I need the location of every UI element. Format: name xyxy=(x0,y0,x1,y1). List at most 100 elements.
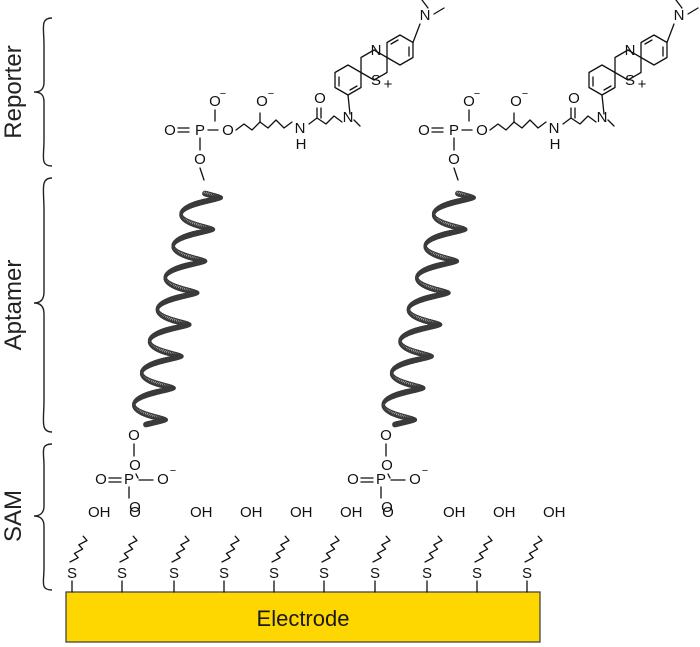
oxygen-atom: O xyxy=(129,499,141,516)
double-bond xyxy=(644,39,653,45)
sulfur-atom: S xyxy=(422,565,432,582)
hydroxyl-group: OH xyxy=(290,504,313,521)
reporter-label: Reporter xyxy=(0,45,27,138)
sam-hydroxyl-chain: S OH xyxy=(269,504,313,593)
brace-sam xyxy=(33,443,53,591)
oxygen-atom: O xyxy=(314,90,326,107)
ring-sulfur: S xyxy=(371,72,381,89)
alkyl-linker xyxy=(316,115,343,125)
hydroxyl-group: OH xyxy=(340,504,363,521)
sam-hydroxyl-chain: S OH xyxy=(169,504,213,593)
dimethylamino-nitrogen: N xyxy=(674,7,685,24)
oxygen-atom: O xyxy=(463,93,475,110)
hydroxyl-group: OH xyxy=(543,504,566,521)
methyl-bond xyxy=(607,119,615,127)
alkyl-chain xyxy=(524,535,543,563)
oxygen-atom: O xyxy=(164,122,176,139)
amide-bond xyxy=(562,107,572,125)
alkyl-linker xyxy=(235,121,261,131)
alkyl-chain xyxy=(119,535,138,563)
oxygen-atom: O xyxy=(256,93,268,110)
sam-hydroxyl-chain: S OH xyxy=(422,504,466,593)
phosphorus-atom: P xyxy=(124,471,134,488)
sulfur-atom: S xyxy=(370,565,380,582)
oxygen-atom: O xyxy=(129,457,141,474)
oxygen-atom: O xyxy=(128,427,140,444)
sam-hydroxyl-chain: S OH xyxy=(219,504,263,593)
hydroxyl-group: OH xyxy=(190,504,213,521)
alkyl-chain xyxy=(424,535,443,563)
sulfur-atom: S xyxy=(319,565,329,582)
brace-aptamer xyxy=(33,177,53,433)
double-bond xyxy=(603,85,612,91)
sam-linker-chain: SO xyxy=(117,504,141,593)
negative-charge: − xyxy=(522,88,528,100)
sam-hydroxyl-chain: SOH xyxy=(67,504,111,593)
oxygen-atom: O xyxy=(409,471,421,488)
oxygen-atom: O xyxy=(157,471,169,488)
oxygen-atom: O xyxy=(381,457,393,474)
double-bond xyxy=(349,85,358,91)
sulfur-atom: S xyxy=(269,565,279,582)
oxygen-atom: O xyxy=(209,93,221,110)
alkyl-chain xyxy=(321,535,340,563)
oxygen-atom: O xyxy=(194,151,206,168)
methyl-bond xyxy=(433,7,445,15)
hydroxyl-group: OH xyxy=(443,504,466,521)
negative-charge: − xyxy=(422,465,428,477)
phosphorus-atom: P xyxy=(449,122,459,139)
double-bond xyxy=(390,39,399,45)
brace-reporter xyxy=(33,17,53,167)
oxygen-atom: O xyxy=(347,471,359,488)
alkyl-chain xyxy=(474,535,493,563)
alkyl-chain xyxy=(271,535,290,563)
hydroxyl-group: OH xyxy=(493,504,516,521)
oxygen-atom: O xyxy=(380,427,392,444)
aptamer-strands xyxy=(132,190,476,428)
electrode-label: Electrode xyxy=(257,606,350,631)
bond xyxy=(387,473,391,479)
alkyl-linker xyxy=(570,115,597,125)
bond xyxy=(666,23,675,44)
ring-sulfur: S xyxy=(625,72,635,89)
alkyl-chain xyxy=(372,535,391,563)
bond xyxy=(412,23,421,44)
oxygen-atom: O xyxy=(129,504,141,521)
hydroxyl-group: OH xyxy=(240,504,263,521)
alkyl-linker xyxy=(259,119,293,129)
sulfonium-charge: + xyxy=(384,76,393,93)
helix-ribbon-segment xyxy=(143,421,152,428)
oxygen-atom: O xyxy=(510,93,522,110)
oxygen-atom: O xyxy=(381,499,393,516)
bond xyxy=(135,473,139,479)
phosphorus-atom: P xyxy=(195,122,205,139)
sulfur-atom: S xyxy=(522,565,532,582)
negative-charge: − xyxy=(170,465,176,477)
sam-hydroxyl-chain: SOH xyxy=(472,504,516,593)
negative-charge: − xyxy=(474,88,480,100)
bond xyxy=(199,167,205,181)
sulfur-atom: S xyxy=(117,565,127,582)
alkyl-linker xyxy=(513,119,547,129)
sam-linker-chain: SO xyxy=(370,504,394,593)
alkyl-chain xyxy=(171,535,190,563)
sulfur-atom: S xyxy=(219,565,229,582)
nitrogen-atom: N xyxy=(597,109,608,126)
aptamer-helix-1 xyxy=(132,190,223,428)
sulfonium-charge: + xyxy=(638,76,647,93)
sulfur-atom: S xyxy=(169,565,179,582)
ring-nitrogen: N xyxy=(371,42,382,59)
oxygen-atom: O xyxy=(418,122,430,139)
negative-charge: − xyxy=(268,88,274,100)
helix-ribbon-segment xyxy=(392,421,401,428)
bond xyxy=(601,94,605,115)
alkyl-linker xyxy=(489,121,515,131)
oxygen-atom: O xyxy=(476,122,488,139)
